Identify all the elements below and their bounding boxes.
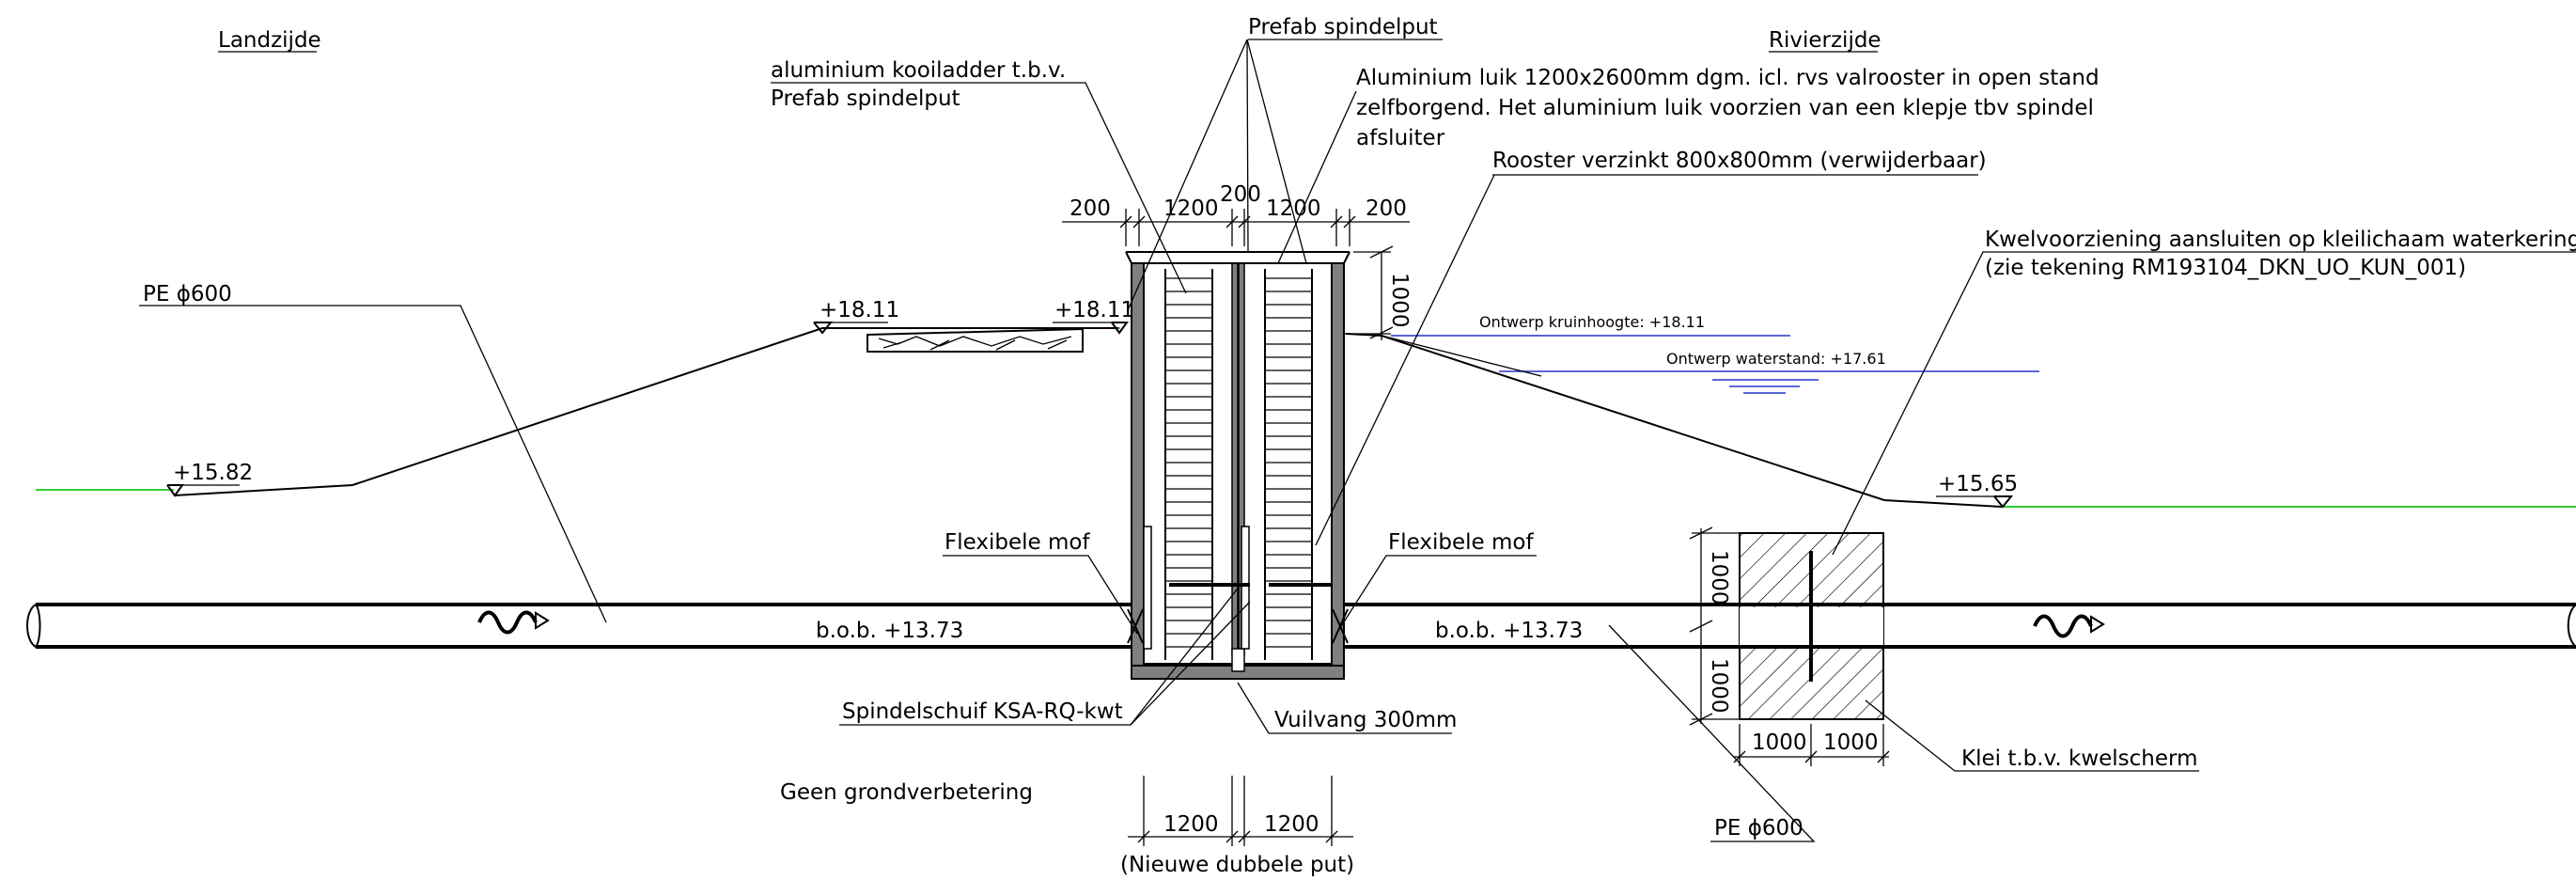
geen-grondverbetering-label: Geen grondverbetering xyxy=(780,780,1033,805)
dim-top-200-mid: 200 xyxy=(1220,182,1261,207)
dimension-vertical-1000 xyxy=(1344,245,1394,340)
level-toe-right: +15.65 xyxy=(1938,472,2018,496)
pe-label-right: PE ϕ600 xyxy=(1714,816,1803,841)
dimension-bottom xyxy=(1128,776,1353,846)
kwel-label-1: Kwelvoorziening aansluiten op kleilichaa… xyxy=(1985,228,2576,252)
luik-label-1: Aluminium luik 1200x2600mm dgm. icl. rvs… xyxy=(1356,66,2100,90)
bob-label-left: b.o.b. +13.73 xyxy=(816,619,963,643)
luik-label-2: zelfborgend. Het aluminium luik voorzien… xyxy=(1356,96,2094,120)
cage-ladder-right xyxy=(1264,269,1313,660)
level-marker-crest-1: +18.11 xyxy=(813,298,899,335)
pe-label-left: PE ϕ600 xyxy=(143,282,232,306)
level-marker-toe-right: +15.65 xyxy=(1936,472,2018,509)
design-water-label: Ontwerp waterstand: +17.61 xyxy=(1666,350,1886,368)
flow-direction-icon xyxy=(2033,614,2105,638)
level-toe-left: +15.82 xyxy=(173,461,253,485)
dim-bottom-1200-left: 1200 xyxy=(1163,812,1219,837)
prefab-label: Prefab spindelput xyxy=(1248,15,1438,39)
dim-clay-1000-top: 1000 xyxy=(1707,550,1731,605)
dim-clay-1000-left: 1000 xyxy=(1752,731,1807,755)
vuilvang-label: Vuilvang 300mm xyxy=(1274,708,1457,732)
flow-direction-icon xyxy=(477,610,550,635)
klei-label: Klei t.b.v. kwelscherm xyxy=(1961,746,2198,771)
coupling-right xyxy=(1332,608,1349,644)
clay-screen xyxy=(1739,532,1884,720)
ground-line xyxy=(36,327,2576,508)
dim-top-1200-right: 1200 xyxy=(1266,196,1321,221)
dim-clay-1000-bottom: 1000 xyxy=(1707,658,1731,714)
dimension-top xyxy=(1062,209,1410,246)
dimension-clay-vertical xyxy=(1689,526,1739,726)
design-crest-label: Ontwerp kruinhoogte: +18.11 xyxy=(1479,313,1705,331)
flex-label-left: Flexibele mof xyxy=(945,530,1090,555)
level-crest-1: +18.11 xyxy=(820,298,899,322)
dim-bottom-1200-right: 1200 xyxy=(1264,812,1319,837)
coupling-left xyxy=(1127,608,1144,644)
level-crest-2: +18.11 xyxy=(1054,298,1134,322)
dim-clay-1000-right: 1000 xyxy=(1823,731,1879,755)
leader-lines xyxy=(139,39,2576,842)
dim-top-1200-left: 1200 xyxy=(1163,196,1219,221)
side-label-river: Rivierzijde xyxy=(1769,28,1881,53)
luik-label-3: afsluiter xyxy=(1356,126,1445,150)
cage-ladder-left xyxy=(1164,269,1213,660)
ladder-label-2: Prefab spindelput xyxy=(771,86,960,111)
dimension-clay-horizontal xyxy=(1733,724,1890,766)
ladder-label-1: aluminium kooiladder t.b.v. xyxy=(771,58,1066,83)
crest-pavement xyxy=(866,327,1084,353)
kwel-label-2: (zie tekening RM193104_DKN_UO_KUN_001) xyxy=(1985,256,2466,280)
pe-pipe xyxy=(26,603,2576,649)
dim-top-200-left: 200 xyxy=(1069,196,1111,221)
side-label-land: Landzijde xyxy=(218,28,321,53)
nieuwe-put-label: (Nieuwe dubbele put) xyxy=(1120,853,1354,877)
level-marker-toe-left: +15.82 xyxy=(166,461,253,497)
level-marker-crest-2: +18.11 xyxy=(1053,298,1134,335)
dim-1000-top: 1000 xyxy=(1387,273,1412,328)
dike-profile xyxy=(173,327,2003,508)
design-level-lines xyxy=(1391,335,2039,394)
bob-label-right: b.o.b. +13.73 xyxy=(1435,619,1583,643)
dim-top-200-right: 200 xyxy=(1366,196,1407,221)
spindelschuif-label: Spindelschuif KSA-RQ-kwt xyxy=(842,699,1123,724)
flex-label-right: Flexibele mof xyxy=(1388,530,1534,555)
rooster-label: Rooster verzinkt 800x800mm (verwijderbaa… xyxy=(1492,149,1987,173)
